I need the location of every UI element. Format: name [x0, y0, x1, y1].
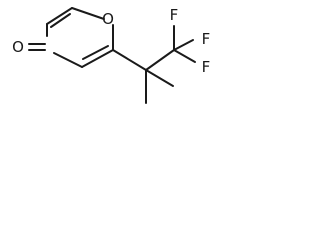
bond-c5-c6: [53, 52, 83, 68]
carbonyl-group: [28, 43, 46, 51]
bond-ring-o-c3: [71, 7, 105, 20]
bond-cf3-f2: [173, 49, 196, 63]
bond-c3-c4-double: [50, 13, 71, 28]
trifluoro-tert-butyl-group: [112, 25, 196, 104]
atom-fluorine-right-lower: F: [202, 58, 211, 76]
bond-c2-quaternary-c: [112, 49, 147, 71]
bond-c3-c4: [46, 7, 73, 25]
atom-carbonyl-oxygen: O: [12, 38, 24, 56]
atom-fluorine-right-upper: F: [202, 30, 211, 48]
bond-c6-c2: [81, 49, 114, 68]
bond-c6-c2-double: [82, 45, 109, 60]
pyranone-ring: [46, 7, 114, 68]
bond-quaternary-c-methyl-b: [145, 69, 174, 87]
atom-fluorine-top: F: [170, 6, 179, 24]
chemical-structure-diagram: O O F F F: [12, 6, 211, 104]
bond-cf3-f3: [173, 39, 194, 51]
atom-ring-oxygen: O: [102, 10, 114, 28]
bond-quaternary-c-cf3: [145, 49, 175, 71]
